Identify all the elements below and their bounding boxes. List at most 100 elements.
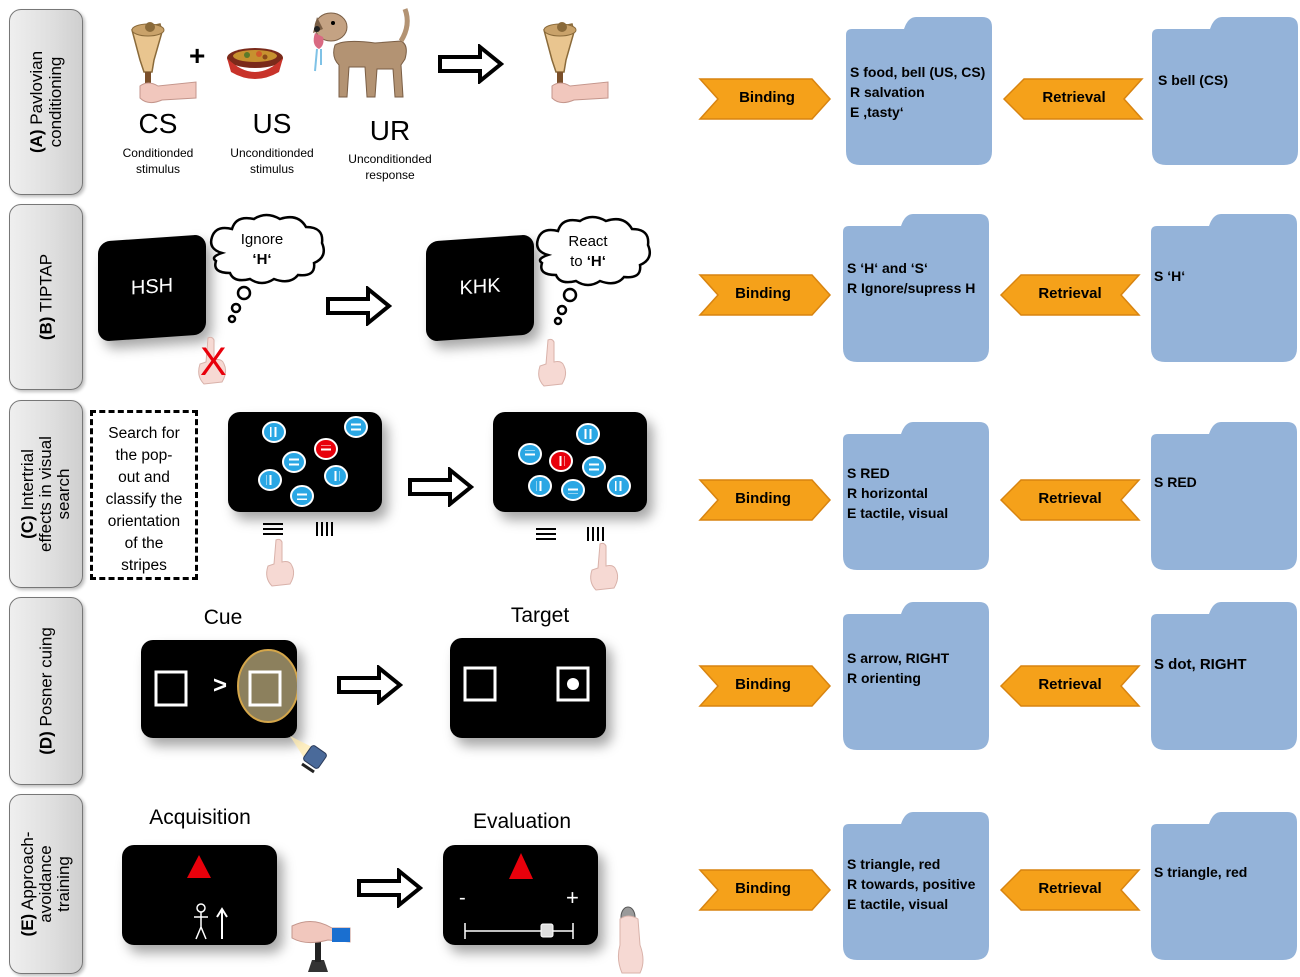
binding-folder-text: S triangle, red R towards, positive E ta… bbox=[847, 854, 975, 914]
binding-folder-text: S RED R horizontal E tactile, visual bbox=[847, 463, 948, 523]
blue-horizontal-dot bbox=[518, 443, 542, 465]
left-placeholder-box bbox=[154, 670, 188, 707]
thought-text-line: Ignore bbox=[240, 231, 284, 248]
spotlight-beam bbox=[237, 649, 299, 723]
row-label-d: (D) Posner cuing bbox=[9, 597, 83, 785]
row-prefix: (D) bbox=[36, 731, 56, 755]
bell-hand-icon bbox=[131, 22, 197, 104]
folder-line: E tactile, visual bbox=[847, 505, 949, 521]
red-horizontal-dot bbox=[314, 438, 338, 460]
finger-icon bbox=[590, 542, 619, 591]
binding-folder-text: S food, bell (US, CS) R salvation E ,tas… bbox=[850, 62, 985, 122]
binding-folder bbox=[843, 812, 989, 960]
retrieval-chevron bbox=[999, 869, 1141, 911]
folder-line: S arrow, RIGHT bbox=[847, 650, 950, 666]
row-title-line2: avoidance bbox=[36, 845, 55, 923]
blue-horizontal-dot bbox=[561, 479, 585, 501]
binding-chevron bbox=[698, 665, 832, 707]
retrieval-chevron bbox=[999, 274, 1141, 316]
finger-icon bbox=[266, 538, 295, 587]
manikin-icon bbox=[194, 903, 208, 940]
row-label-b: (B) TIPTAP bbox=[9, 204, 83, 390]
cue-stimuli bbox=[154, 649, 299, 723]
row-title-line3: training bbox=[54, 856, 73, 912]
acquisition-title: Acquisition bbox=[149, 806, 251, 829]
instruction-line: Search for bbox=[108, 425, 180, 442]
cross-mark: X bbox=[200, 340, 227, 384]
search-display-1 bbox=[228, 412, 382, 512]
acquisition-display bbox=[122, 845, 277, 945]
acquisition-stimuli bbox=[187, 855, 228, 940]
retrieval-folder bbox=[1151, 422, 1297, 570]
target-display bbox=[450, 638, 606, 738]
row-title-line1: Intertrial bbox=[18, 449, 37, 511]
thought-text-1: Ignore‘H‘ bbox=[214, 230, 310, 270]
folder-line: R orienting bbox=[847, 670, 921, 686]
row-title-line1: Pavlovian bbox=[27, 50, 46, 125]
retrieval-folder-text: S RED bbox=[1154, 474, 1197, 490]
blue-horizontal-dot bbox=[344, 416, 368, 438]
retrieval-label: Retrieval bbox=[1038, 490, 1102, 507]
row-prefix: (B) bbox=[36, 316, 56, 341]
retrieval-folder bbox=[1152, 17, 1298, 165]
retrieval-folder bbox=[1151, 602, 1297, 750]
instruction-line: out and bbox=[118, 469, 170, 486]
rating-scale bbox=[464, 923, 574, 939]
row-title-line1: Posner cuing bbox=[36, 627, 56, 727]
food-bowl-icon bbox=[227, 48, 283, 79]
tiptap-letters: HSH bbox=[130, 274, 174, 300]
instruction-line: of the bbox=[124, 535, 164, 552]
cue-title: Cue bbox=[203, 606, 243, 629]
folder-line: S ‘H‘ and ‘S‘ bbox=[847, 260, 928, 276]
right-placeholder-box bbox=[248, 670, 282, 707]
blue-vertical-dot bbox=[576, 423, 600, 445]
binding-chevron bbox=[698, 479, 832, 521]
cs-label: CS bbox=[138, 108, 178, 139]
red-triangle bbox=[187, 855, 211, 878]
folder-line: S RED bbox=[847, 465, 890, 481]
row-prefix: (C) bbox=[18, 515, 37, 539]
binding-chevron bbox=[698, 869, 832, 911]
thought-text-line: React bbox=[568, 233, 608, 250]
binding-folder bbox=[843, 214, 989, 362]
blue-horizontal-dot bbox=[282, 451, 306, 473]
thought-text-line: to bbox=[570, 253, 587, 270]
thought-bubble-icon bbox=[535, 215, 651, 326]
binding-folder-text: S ‘H‘ and ‘S‘ R Ignore/supress H bbox=[847, 258, 975, 298]
retrieval-folder bbox=[1151, 812, 1297, 960]
blue-vertical-dot bbox=[262, 421, 286, 443]
target-title: Target bbox=[510, 604, 570, 627]
instruction-line: orientation bbox=[107, 513, 181, 530]
horizontal-stripes-key-icon bbox=[263, 523, 283, 535]
vertical-stripes-key-icon bbox=[587, 527, 604, 541]
right-arrow-icon bbox=[438, 44, 504, 84]
evaluation-display: - + bbox=[443, 845, 598, 945]
left-placeholder-box bbox=[463, 666, 497, 702]
thought-text-letter: ‘H‘ bbox=[586, 253, 606, 270]
finger-icon bbox=[538, 338, 567, 387]
retrieval-label: Retrieval bbox=[1038, 285, 1102, 302]
evaluation-stimuli bbox=[464, 853, 574, 939]
binding-chevron bbox=[698, 274, 832, 316]
binding-label: Binding bbox=[735, 880, 791, 897]
evaluation-title: Evaluation bbox=[472, 810, 572, 833]
binding-label: Binding bbox=[735, 285, 791, 302]
row-prefix: (E) bbox=[18, 913, 37, 937]
folder-line: R horizontal bbox=[847, 485, 928, 501]
retrieval-label: Retrieval bbox=[1042, 89, 1106, 106]
retrieval-chevron bbox=[1002, 78, 1144, 120]
tiptap-screen-1: HSH bbox=[98, 234, 206, 342]
retrieval-label: Retrieval bbox=[1038, 676, 1102, 693]
blue-horizontal-dot bbox=[290, 485, 314, 507]
us-description-line: stimulus bbox=[249, 162, 294, 176]
ur-description-line: Unconditionded bbox=[348, 152, 432, 166]
cue-display: > bbox=[141, 640, 299, 738]
blue-vertical-dot bbox=[607, 475, 631, 497]
instruction-line: stripes bbox=[121, 557, 167, 574]
blue-horizontal-dot bbox=[582, 456, 606, 478]
folder-line: R salvation bbox=[850, 84, 925, 100]
blue-vertical-dot bbox=[258, 469, 282, 491]
